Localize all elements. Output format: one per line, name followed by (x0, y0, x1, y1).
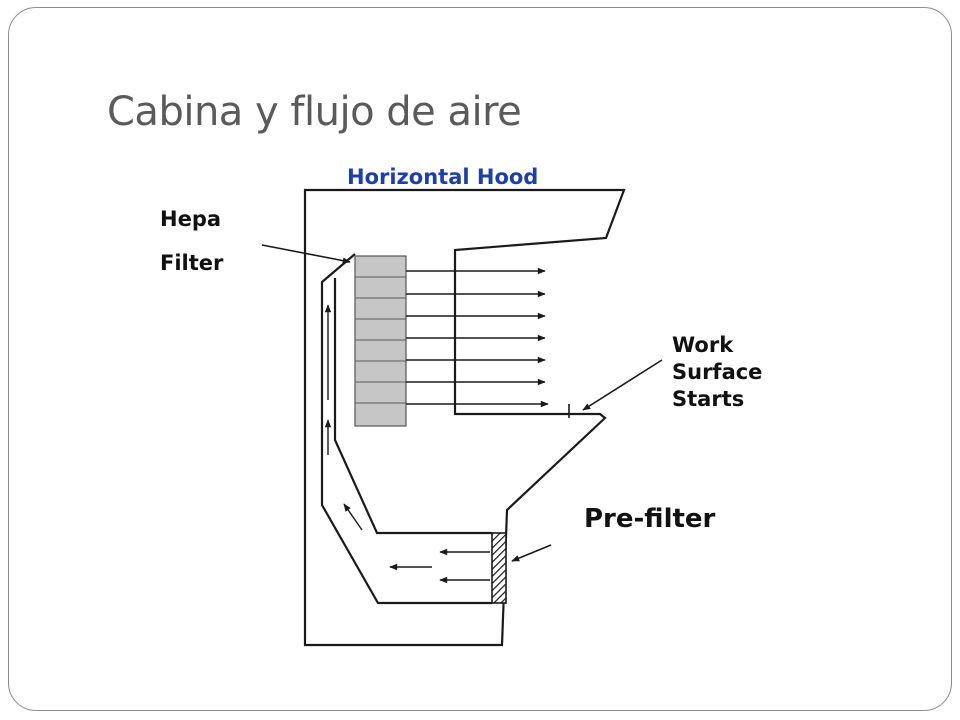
hepa-label-line1: Hepa (160, 207, 221, 231)
inner-duct-wall (320, 253, 492, 605)
work-surface-label-line2: Surface (672, 360, 762, 384)
return-airflow-arrows (324, 304, 490, 584)
slide-title: Cabina y flujo de aire (107, 89, 522, 135)
hood-title-label: Horizontal Hood (347, 165, 538, 189)
inner-duct-partition (333, 278, 492, 535)
prefilter-label: Pre-filter (584, 504, 716, 534)
work-surface-pointer-arrow (582, 359, 663, 411)
work-surface-label-line1: Work (672, 333, 734, 357)
prefilter-block (491, 532, 507, 604)
hood-outer-outline (303, 188, 626, 647)
return-arrow-diagonal (343, 503, 363, 531)
prefilter-pointer-arrow (511, 544, 552, 562)
hepa-label-line2: Filter (160, 251, 224, 275)
hepa-pointer-arrow (261, 244, 351, 264)
laminar-airflow-arrows (406, 267, 549, 408)
work-surface-label-line3: Starts (672, 387, 744, 411)
slide-frame (8, 7, 952, 711)
hepa-filter (354, 255, 407, 427)
label-pointer-arrows (261, 244, 663, 562)
